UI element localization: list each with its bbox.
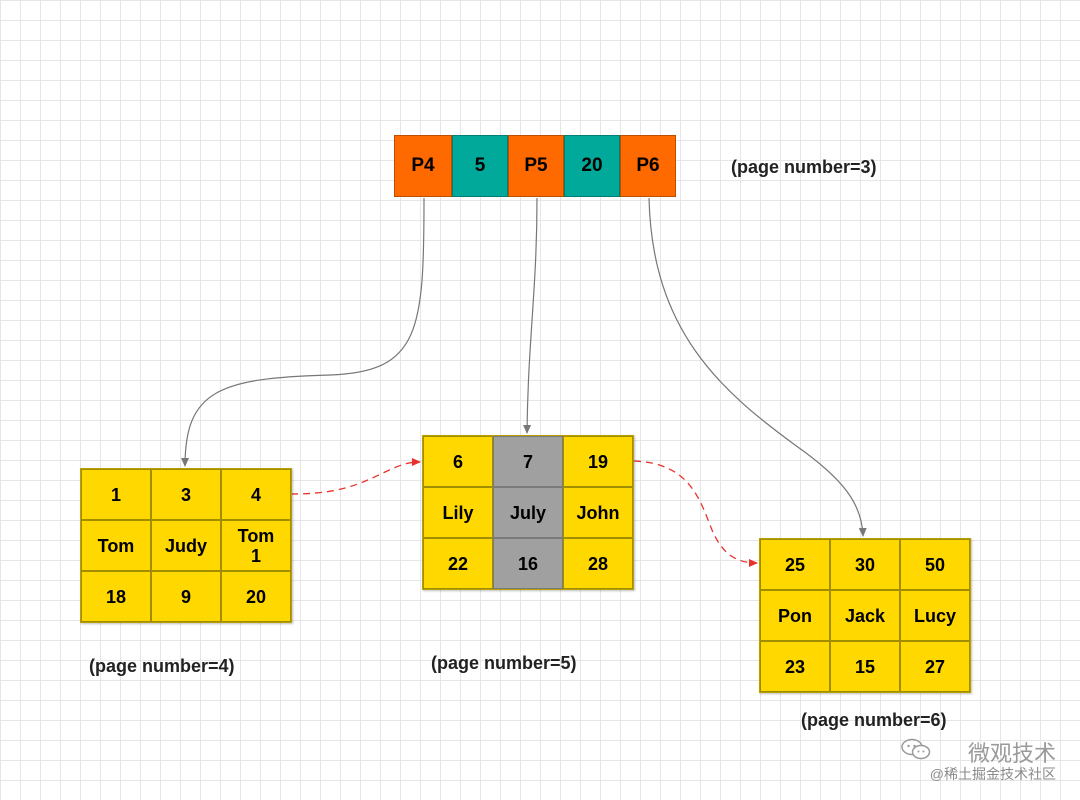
tree-link-p4: [181, 197, 425, 467]
leaf-page-4: 1 3 4 Tom Judy Tom 1 18 9 20: [80, 468, 292, 623]
root-node: P4 5 P5 20 P6: [394, 135, 676, 197]
leaf-cell-highlight: July: [493, 487, 563, 538]
page-label-6: (page number=6): [801, 710, 947, 730]
pointer-cell-p5: P5: [508, 135, 564, 197]
key-cell-20: 20: [564, 135, 620, 197]
leaf-cell: 4: [221, 469, 291, 520]
leaf-cell: Lucy: [900, 590, 970, 641]
leaf-cell: 19: [563, 436, 633, 487]
page-label-3: (page number=3): [731, 157, 877, 177]
leaf-cell: 20: [221, 571, 291, 622]
leaf-page-6: 25 30 50 Pon Jack Lucy 23 15 27: [759, 538, 971, 693]
leaf-cell: 9: [151, 571, 221, 622]
leaf-cell: 50: [900, 539, 970, 590]
leaf-cell: 18: [81, 571, 151, 622]
leaf-cell: Lily: [423, 487, 493, 538]
page-label-5: (page number=5): [431, 653, 577, 673]
leaf-cell: Pon: [760, 590, 830, 641]
sibling-link-5-to-6: [633, 460, 758, 567]
leaf-cell: 15: [830, 641, 900, 692]
leaf-cell: John: [563, 487, 633, 538]
leaf-cell: 6: [423, 436, 493, 487]
leaf-cell: 23: [760, 641, 830, 692]
leaf-cell: 25: [760, 539, 830, 590]
sibling-link-4-to-5: [290, 458, 421, 495]
tree-link-p6: [648, 197, 867, 537]
leaf-page-5: 6 7 19 Lily July John 22 16 28: [422, 435, 634, 590]
leaf-cell: Judy: [151, 520, 221, 571]
leaf-cell: 27: [900, 641, 970, 692]
leaf-cell: Tom 1: [221, 520, 291, 571]
leaf-cell: Tom: [81, 520, 151, 571]
watermark-title: 微观技术: [967, 740, 1056, 766]
leaf-cell: 3: [151, 469, 221, 520]
leaf-cell-highlight: 16: [493, 538, 563, 589]
key-cell-5: 5: [452, 135, 508, 197]
leaf-cell: 22: [423, 538, 493, 589]
leaf-cell: 30: [830, 539, 900, 590]
tree-link-p5: [523, 197, 538, 434]
leaf-cell: 1: [81, 469, 151, 520]
watermark: 微观技术 @稀土掘金技术社区: [930, 741, 1056, 782]
pointer-cell-p4: P4: [394, 135, 452, 197]
leaf-cell-highlight: 7: [493, 436, 563, 487]
leaf-cell: 28: [563, 538, 633, 589]
leaf-cell: Jack: [830, 590, 900, 641]
wechat-icon: [901, 738, 931, 760]
watermark-sub: @稀土掘金技术社区: [929, 765, 1056, 782]
page-label-4: (page number=4): [89, 656, 235, 676]
pointer-cell-p6: P6: [620, 135, 676, 197]
